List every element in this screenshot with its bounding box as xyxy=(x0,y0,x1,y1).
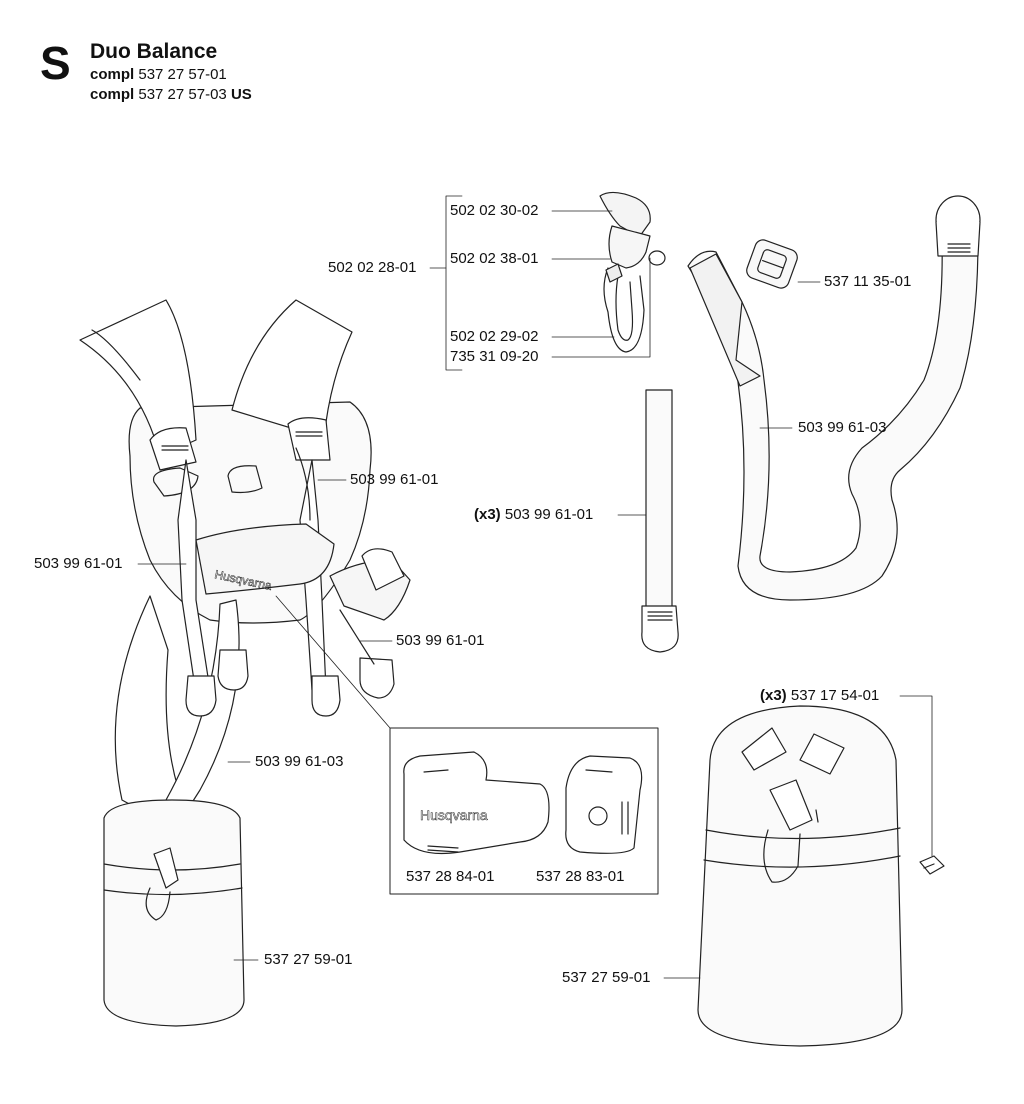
us-suffix: US xyxy=(230,86,252,103)
inset-belly-pad: Husqvarna xyxy=(403,751,550,855)
callout-537-27-59-01-right: 537 27 59-01 xyxy=(562,969,651,986)
slide-buckle xyxy=(746,239,798,289)
callout-503-99-61-03-right: 503 99 61-03 xyxy=(798,419,887,436)
bag-left xyxy=(103,799,245,1027)
compl-number-1: 537 27 57-01 xyxy=(138,66,227,83)
callout-735-31-09-20: 735 31 09-20 xyxy=(450,348,539,365)
inset-logo-text: Husqvarna xyxy=(420,807,488,823)
callout-502-02-38-01: 502 02 38-01 xyxy=(450,250,539,267)
carabiner-hook xyxy=(599,191,666,353)
callout-502-02-30-02: 502 02 30-02 xyxy=(450,202,539,219)
callout-503-99-61-01-lower: 503 99 61-01 xyxy=(396,632,485,649)
callout-503-99-61-01-left: 503 99 61-01 xyxy=(34,555,123,572)
harness: Husqvarna xyxy=(79,299,411,823)
diagram-title: Duo Balance xyxy=(90,40,218,63)
callout-502-02-29-02: 502 02 29-02 xyxy=(450,328,539,345)
callout-503-99-61-03-left: 503 99 61-03 xyxy=(255,753,344,770)
callout-503-99-61-01-x3: (x3) 503 99 61-01 xyxy=(474,506,593,523)
qty-x3-strap-number: 503 99 61-01 xyxy=(504,506,594,523)
callout-537-11-35-01: 537 11 35-01 xyxy=(824,273,912,290)
bent-strap xyxy=(687,195,981,601)
callout-537-28-83-01: 537 28 83-01 xyxy=(536,868,625,885)
compl-line-2: compl 537 27 57-03 US xyxy=(90,86,252,103)
callout-502-02-28-01: 502 02 28-01 xyxy=(328,259,417,276)
compl-word-2: compl xyxy=(90,86,135,103)
qty-x3-screw: (x3) xyxy=(760,687,787,704)
short-strap xyxy=(641,389,679,653)
inset-clip-pad xyxy=(565,755,643,854)
callout-537-28-84-01: 537 28 84-01 xyxy=(406,868,495,885)
screw xyxy=(919,855,945,875)
qty-x3-screw-number: 537 17 54-01 xyxy=(790,687,880,704)
callout-503-99-61-01-top: 503 99 61-01 xyxy=(350,471,439,488)
compl-word-1: compl xyxy=(90,66,135,83)
callout-537-17-54-01-x3: (x3) 537 17 54-01 xyxy=(760,687,879,704)
bag-right xyxy=(697,705,903,1047)
compl-number-2: 537 27 57-03 xyxy=(138,86,227,103)
section-letter: S xyxy=(40,37,71,89)
callout-537-27-59-01-left: 537 27 59-01 xyxy=(264,951,353,968)
compl-line-1: compl 537 27 57-01 xyxy=(90,66,227,83)
qty-x3-strap: (x3) xyxy=(474,506,501,523)
